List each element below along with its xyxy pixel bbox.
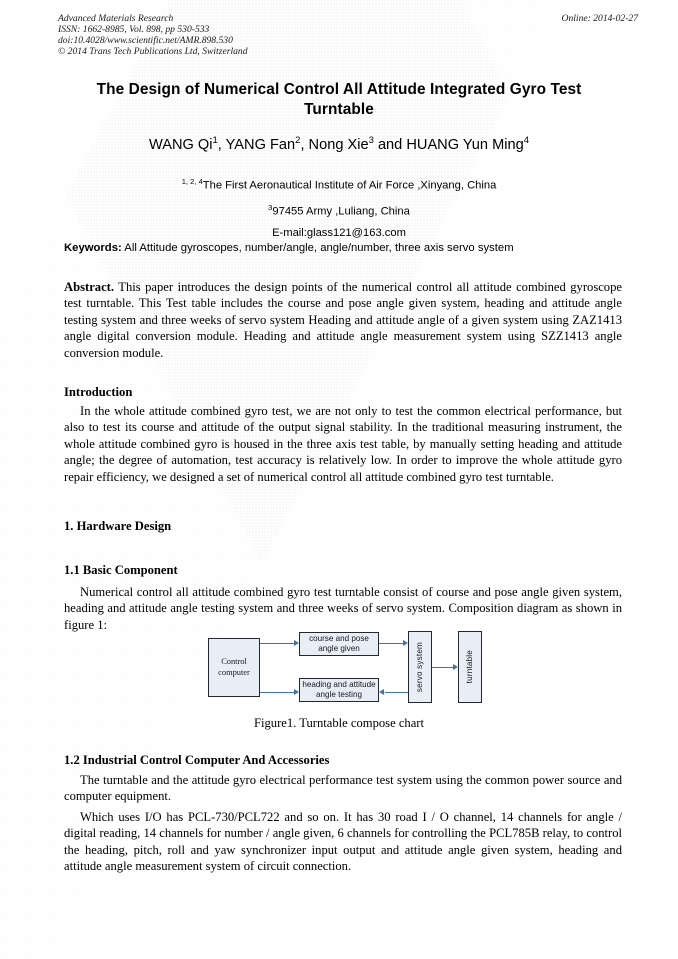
- keywords-text: All Attitude gyroscopes, number/angle, a…: [121, 242, 514, 254]
- diagram-arrow-servo-to-turntable: [432, 667, 453, 669]
- keywords-label: Keywords:: [64, 242, 122, 254]
- diagram-box-course-pose-angle-given: course and pose angle given: [299, 632, 379, 656]
- affiliation-1-text: The First Aeronautical Institute of Air …: [202, 179, 497, 192]
- abstract-block: Abstract. This paper introduces the desi…: [64, 279, 622, 361]
- section-heading-hardware-design: 1. Hardware Design: [64, 519, 172, 533]
- author-3-name: Nong Xie: [308, 136, 369, 153]
- diagram-arrowhead-servo-top: [403, 639, 408, 646]
- header-copyright: © 2014 Trans Tech Publications Ltd, Swit…: [58, 45, 248, 57]
- diagram-box-heading-attitude-label: heading and attitude angle testing: [302, 679, 376, 699]
- affiliation-line-2: 397455 Army ,Luliang, China: [60, 197, 618, 223]
- diagram-arrow-course-to-servo: [379, 643, 403, 645]
- diagram-box-servo-system-label: servo system: [414, 641, 424, 693]
- author-sep-1: ,: [217, 136, 226, 153]
- section-paragraph-industrial-2: Which uses I/O has PCL-730/PCL722 and so…: [64, 810, 622, 874]
- diagram-arrow-control-to-course: [260, 643, 294, 645]
- author-sep-3: and: [373, 136, 407, 153]
- turntable-compose-diagram: Control computer course and pose angle g…: [0, 628, 678, 713]
- section-paragraph-basic-component: Numerical control all attitude combined …: [64, 585, 622, 632]
- abstract-text: This paper introduces the design points …: [64, 280, 622, 360]
- diagram-box-control-computer: Control computer: [208, 638, 260, 697]
- diagram-box-servo-system: servo system: [408, 631, 432, 703]
- diagram-arrow-control-to-heading: [260, 692, 294, 694]
- diagram-box-control-computer-label: Control computer: [218, 657, 250, 677]
- author-1-name: WANG Qi: [148, 136, 213, 153]
- header-journal-block: Advanced Materials Research ISSN: 1662-8…: [58, 13, 248, 58]
- affiliation-1-marker: 1, 2, 4: [181, 177, 203, 186]
- diagram-arrowhead-heading: [294, 688, 299, 695]
- figure-1-container: Control computer course and pose angle g…: [0, 628, 678, 713]
- paper-title: The Design of Numerical Control All Atti…: [96, 81, 582, 118]
- diagram-box-heading-attitude-angle-testing: heading and attitude angle testing: [299, 678, 379, 702]
- header-online-date: Online: 2014-02-27: [561, 13, 638, 24]
- affiliation-2-text: 97455 Army ,Luliang, China: [272, 205, 410, 218]
- author-2-name: YANG Fan: [225, 136, 296, 153]
- figure-1-caption: Figure1. Turntable compose chart: [254, 716, 424, 730]
- page-header: Online: 2014-02-27 Advanced Materials Re…: [58, 13, 660, 58]
- author-4-name: HUANG Yun Ming: [406, 136, 524, 153]
- section-heading-basic-component: 1.1 Basic Component: [64, 563, 178, 577]
- section-heading-introduction: Introduction: [64, 385, 133, 399]
- diagram-arrow-servo-to-heading: [385, 692, 408, 694]
- keywords-line: Keywords: All Attitude gyroscopes, numbe…: [64, 242, 622, 254]
- author-list: WANG Qi1, YANG Fan2, Nong Xie3 and HUANG…: [60, 135, 618, 153]
- affiliation-line-1: 1, 2, 4The First Aeronautical Institute …: [60, 171, 618, 197]
- abstract-label: Abstract.: [64, 280, 115, 294]
- affiliation-block: 1, 2, 4The First Aeronautical Institute …: [60, 171, 618, 245]
- section-paragraph-introduction: In the whole attitude combined gyro test…: [64, 404, 622, 484]
- diagram-arrowhead-course: [294, 639, 299, 646]
- author-4-affil-marker: 4: [523, 135, 529, 146]
- diagram-box-course-pose-label: course and pose angle given: [309, 633, 369, 653]
- section-heading-industrial-control-computer: 1.2 Industrial Control Computer And Acce…: [64, 753, 330, 767]
- diagram-box-turntable-label: turntable: [464, 650, 474, 684]
- section-paragraph-industrial-1: The turntable and the attitude gyro elec…: [64, 773, 622, 804]
- diagram-box-turntable: turntable: [458, 631, 482, 703]
- diagram-arrowhead-heading-left: [379, 688, 384, 695]
- diagram-arrowhead-turntable: [453, 663, 458, 670]
- author-sep-2: ,: [300, 136, 309, 153]
